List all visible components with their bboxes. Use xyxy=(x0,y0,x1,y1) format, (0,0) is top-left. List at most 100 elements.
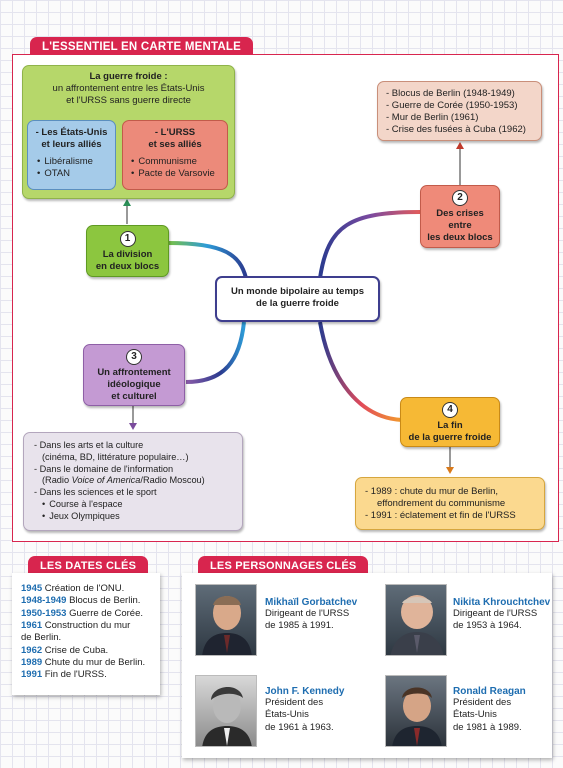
branch3-box: 3 Un affrontement idéologique et culture… xyxy=(83,344,185,406)
branch2-line2: entre xyxy=(448,220,472,232)
crisis-item: - Mur de Berlin (1961) xyxy=(386,112,479,124)
date-item: 1961 Construction du mur xyxy=(21,620,160,632)
date-year: 1945 xyxy=(21,583,43,594)
branch4-curve xyxy=(318,321,403,422)
branch4-line2: de la guerre froide xyxy=(408,432,492,444)
end-box: - 1989 : chute du mur de Berlin, effondr… xyxy=(355,477,545,530)
date-year: 1962 xyxy=(21,644,43,656)
branch3-line2: idéologique xyxy=(107,379,161,391)
branch1-curve xyxy=(167,241,248,279)
ideology-science-item: Jeux Olympiques xyxy=(42,511,242,523)
urss-item: Communisme xyxy=(131,156,227,168)
person-line2: États-Unis xyxy=(265,709,309,721)
ideology-arts-line2: (cinéma, BD, littérature populaire…) xyxy=(42,451,189,462)
person-line2: de 1953 à 1964. xyxy=(453,620,522,632)
portrait-reagan xyxy=(385,675,447,747)
branch2-number: 2 xyxy=(452,190,468,206)
person-line2: États-Unis xyxy=(453,709,497,721)
person-card-kennedy: John F. Kennedy Président des États-Unis… xyxy=(265,686,344,734)
urss-item: Pacte de Varsovie xyxy=(131,168,227,180)
usa-item: Libéralisme xyxy=(37,156,115,168)
date-text: Construction du mur xyxy=(44,620,131,632)
crisis-item: - Guerre de Corée (1950-1953) xyxy=(386,100,518,112)
date-item: de Berlin. xyxy=(21,632,160,644)
ideology-info-pre: (Radio xyxy=(42,475,72,486)
date-year: 1948-1949 xyxy=(21,595,67,607)
ideology-info-italic: Voice of America xyxy=(71,475,141,486)
dates-panel: 1945 Création de l'ONU. 1948-1949 Blocus… xyxy=(12,573,160,695)
person-card-gorbatchev: Mikhaïl Gorbatchev Dirigeant de l'URSS d… xyxy=(265,597,357,633)
branch4-line1: La fin xyxy=(437,420,463,431)
person-card-reagan: Ronald Reagan Président des États-Unis d… xyxy=(453,686,526,734)
usa-title-line2: et leurs alliés xyxy=(41,139,102,151)
date-text: Chute du mur de Berlin. xyxy=(44,657,146,669)
crises-box: - Blocus de Berlin (1948-1949) - Guerre … xyxy=(377,81,542,141)
ideology-info-line2: (Radio Voice of America/Radio Moscou) xyxy=(34,475,242,487)
end-line3: - 1991 : éclatement et fin de l'URSS xyxy=(365,510,516,522)
branch4-box: 4 La fin de la guerre froide xyxy=(400,397,500,447)
personnages-tab: LES PERSONNAGES CLÉS xyxy=(198,556,369,576)
branch4-number: 4 xyxy=(442,402,458,418)
branch1-box: 1 La division en deux blocs xyxy=(86,225,169,277)
date-text: de Berlin. xyxy=(21,632,62,644)
ideology-info-line1: - Dans le domaine de l'information xyxy=(34,463,174,474)
ideology-arts-line1: - Dans les arts et la culture xyxy=(34,440,144,450)
usa-item: OTAN xyxy=(37,168,115,180)
center-title: Un monde bipolaire au temps de la guerre… xyxy=(230,286,365,310)
top-box-title-line3: et l'URSS sans guerre directe xyxy=(66,95,191,107)
date-text: Crise de Cuba. xyxy=(44,644,109,656)
usa-box: - Les États-Unis et leurs alliés Libéral… xyxy=(27,120,116,190)
mindmap-tab: L'ESSENTIEL EN CARTE MENTALE xyxy=(30,37,253,57)
top-box-title-line2: un affrontement entre les États-Unis xyxy=(52,83,205,95)
portrait-gorbatchev xyxy=(195,584,257,656)
date-item: 1962 Crise de Cuba. xyxy=(21,645,160,657)
end-line2: effondrement du communisme xyxy=(377,498,506,510)
branch3-line3: et culturel xyxy=(111,391,157,403)
person-name: Ronald Reagan xyxy=(453,686,526,697)
branch2-line3: les deux blocs xyxy=(427,232,493,244)
branch1-number: 1 xyxy=(119,231,136,247)
person-line2: de 1985 à 1991. xyxy=(265,620,334,632)
branch2-line1: Des crises xyxy=(436,208,484,219)
date-year: 1961 xyxy=(21,620,43,632)
portrait-khrouchtchev xyxy=(385,584,447,656)
date-item: 1945 Création de l'ONU. xyxy=(21,583,160,595)
crisis-item: - Crise des fusées à Cuba (1962) xyxy=(386,124,526,136)
date-text: Blocus de Berlin. xyxy=(69,595,141,607)
ideology-info-post: /Radio Moscou) xyxy=(140,475,205,486)
top-box-title-line1: La guerre froide : xyxy=(89,71,168,82)
center-box: Un monde bipolaire au temps de la guerre… xyxy=(215,276,380,322)
date-text: Fin de l'URSS. xyxy=(44,669,107,681)
person-name: Mikhaïl Gorbatchev xyxy=(265,597,358,608)
date-item: 1991 Fin de l'URSS. xyxy=(21,669,160,681)
branch2-curve xyxy=(318,210,421,279)
branch2-box: 2 Des crises entre les deux blocs xyxy=(420,185,500,248)
person-line1: Dirigeant de l'URSS xyxy=(453,608,538,619)
urss-title-line2: et ses alliés xyxy=(148,139,202,151)
crisis-item: - Blocus de Berlin (1948-1949) xyxy=(386,88,515,99)
ideology-science-item: Course à l'espace xyxy=(42,499,242,511)
date-year: 1950-1953 xyxy=(21,607,67,619)
branch1-line1: La division xyxy=(102,249,153,260)
date-item: 1989 Chute du mur de Berlin. xyxy=(21,657,160,669)
person-name: John F. Kennedy xyxy=(265,686,345,697)
person-line1: Dirigeant de l'URSS xyxy=(265,608,350,619)
urss-box: - L'URSS et ses alliés Communisme Pacte … xyxy=(122,120,228,190)
portrait-kennedy xyxy=(195,675,257,747)
person-line3: de 1961 à 1963. xyxy=(265,721,334,733)
date-item: 1948-1949 Blocus de Berlin. xyxy=(21,595,160,607)
dates-tab: LES DATES CLÉS xyxy=(28,556,149,576)
branch3-number: 3 xyxy=(126,349,142,365)
date-year: 1989 xyxy=(21,657,43,669)
date-text: Guerre de Corée. xyxy=(69,607,144,619)
person-line3: de 1981 à 1989. xyxy=(453,721,522,733)
urss-title-line1: - L'URSS xyxy=(154,127,196,138)
usa-title-line1: - Les États-Unis xyxy=(35,127,108,138)
person-card-khrouchtchev: Nikita Khrouchtchev Dirigeant de l'URSS … xyxy=(453,597,550,633)
date-year: 1991 xyxy=(21,669,43,681)
person-line1: Président des xyxy=(453,697,512,708)
date-item: 1950-1953 Guerre de Corée. xyxy=(21,608,160,620)
ideology-box: - Dans les arts et la culture (cinéma, B… xyxy=(23,432,243,531)
end-line1: - 1989 : chute du mur de Berlin, xyxy=(365,486,499,497)
person-name: Nikita Khrouchtchev xyxy=(453,597,551,608)
